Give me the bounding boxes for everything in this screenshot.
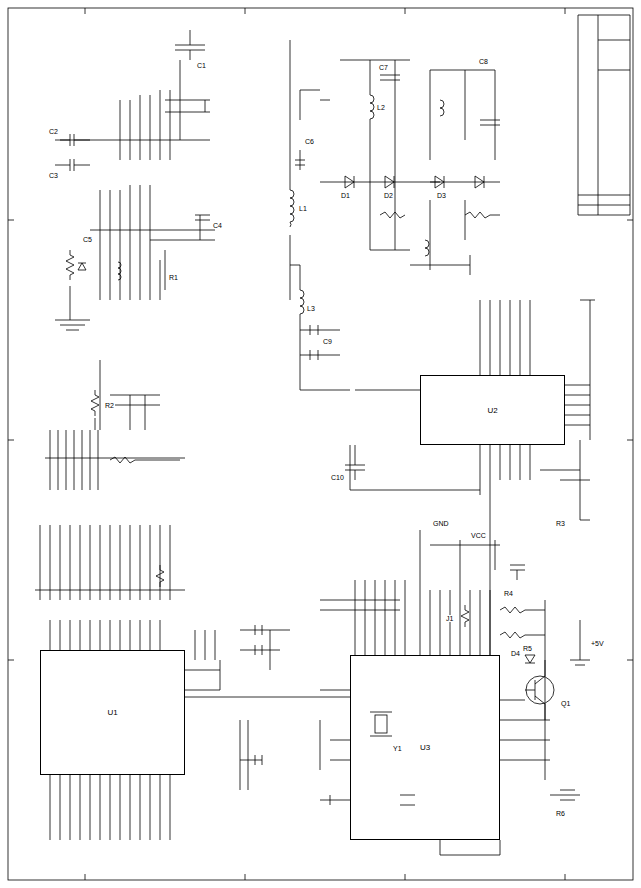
- component-label: D4: [510, 650, 521, 657]
- component-label: C4: [212, 222, 223, 229]
- component-label: C7: [378, 64, 389, 71]
- wire: [290, 40, 330, 300]
- component-label: VCC: [470, 532, 487, 539]
- component-label: GND: [432, 520, 450, 527]
- component-label: C10: [330, 474, 345, 481]
- wire: [45, 360, 185, 490]
- capacitor-symbol: [55, 134, 90, 171]
- component-label: R2: [104, 402, 115, 409]
- component-label: L1: [298, 205, 308, 212]
- component-label: J1: [445, 615, 454, 622]
- capacitor-symbol: [240, 625, 290, 790]
- part-designator: U2: [487, 406, 497, 415]
- component-label: D2: [383, 192, 394, 199]
- ic-box: U2: [420, 375, 565, 445]
- wire: [320, 690, 500, 855]
- component-label: Y1: [392, 745, 403, 752]
- component-label: R1: [168, 274, 179, 281]
- part-designator: U1: [107, 708, 117, 717]
- component-label: R5: [522, 645, 533, 652]
- wire: [350, 300, 595, 520]
- wire: [500, 700, 580, 800]
- wire-connector: [490, 445, 491, 655]
- inductor-symbol: [118, 262, 121, 280]
- component-label: R4: [503, 590, 514, 597]
- ic-box: U1: [40, 650, 185, 775]
- component-label: L3: [306, 305, 316, 312]
- diode-symbol: [78, 263, 86, 270]
- inductor-symbol: [290, 190, 294, 227]
- component-label: C1: [196, 62, 207, 69]
- resistor-symbol: [55, 250, 90, 330]
- title-block: [578, 15, 630, 215]
- component-label: D3: [436, 192, 447, 199]
- frame-ticks: [8, 8, 633, 880]
- pin-stubs: [50, 620, 220, 840]
- component-label: C9: [322, 338, 333, 345]
- component-label: R3: [555, 520, 566, 527]
- wire: [320, 60, 440, 250]
- component-label: C3: [48, 172, 59, 179]
- crystal-symbol: [375, 715, 387, 733]
- component-label: Q1: [560, 700, 571, 707]
- component-label: L2: [376, 104, 386, 111]
- component-label: D1: [340, 192, 351, 199]
- component-label: C8: [478, 58, 489, 65]
- wire: [35, 525, 185, 600]
- wire-connector: [185, 697, 350, 698]
- component-label: C6: [304, 138, 315, 145]
- wire: [290, 265, 420, 390]
- component-label: C5: [82, 236, 93, 243]
- wire: [90, 185, 215, 300]
- transistor-symbol: [525, 660, 545, 720]
- ic-box: U3: [350, 655, 500, 840]
- component-label: C2: [48, 128, 59, 135]
- frame: [8, 8, 633, 880]
- wire: [60, 30, 210, 160]
- component-label: R6: [555, 810, 566, 817]
- part-designator: U3: [420, 743, 430, 752]
- component-label: +5V: [590, 640, 605, 647]
- capacitor-symbol: [345, 445, 365, 480]
- diode-symbol: [525, 655, 535, 663]
- wire: [410, 70, 500, 275]
